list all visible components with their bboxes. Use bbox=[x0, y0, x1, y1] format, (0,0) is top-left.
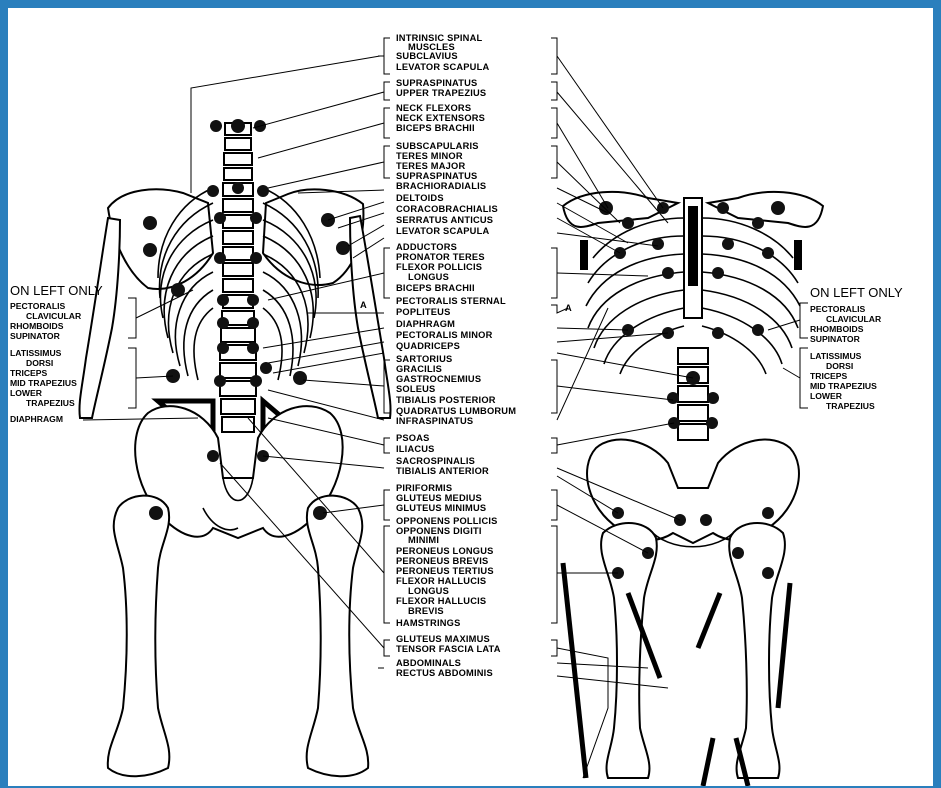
left-panel-title: ON LEFT ONLY bbox=[10, 283, 103, 298]
right-panel-label: DORSI bbox=[826, 361, 853, 371]
right-panel-label: RHOMBOIDS bbox=[810, 324, 864, 334]
muscle-label: PERONEUS TERTIUS bbox=[396, 566, 494, 576]
left-panel-label: LATISSIMUS bbox=[10, 348, 62, 358]
muscle-label: SUBCLAVIUS bbox=[396, 51, 458, 61]
right-only-panel: ON LEFT ONLY PECTORALIS CLAVICULAR RHOMB… bbox=[810, 285, 903, 411]
muscle-label: LONGUS bbox=[408, 586, 449, 596]
right-panel-label: TRAPEZIUS bbox=[826, 401, 875, 411]
skeleton-diagram: INTRINSIC SPINALMUSCLESSUBCLAVIUSLEVATOR… bbox=[8, 8, 933, 786]
muscle-label: HAMSTRINGS bbox=[396, 618, 461, 628]
muscle-label: TIBIALIS POSTERIOR bbox=[396, 395, 496, 405]
muscle-label: GLUTEUS MINIMUS bbox=[396, 503, 486, 513]
muscle-label: GLUTEUS MAXIMUS bbox=[396, 634, 490, 644]
muscle-label: FLEXOR POLLICIS bbox=[396, 262, 482, 272]
muscle-label: OPPONENS POLLICIS bbox=[396, 516, 498, 526]
posterior-spine bbox=[220, 123, 256, 432]
left-panel-label: DIAPHRAGM bbox=[10, 414, 63, 424]
muscle-label: LONGUS bbox=[408, 272, 449, 282]
muscle-label: PERONEUS LONGUS bbox=[396, 546, 494, 556]
muscle-label: PECTORALIS STERNAL bbox=[396, 296, 506, 306]
muscle-label: NECK FLEXORS bbox=[396, 103, 471, 113]
leg-marker-3 bbox=[698, 593, 720, 648]
muscle-label: SERRATUS ANTICUS bbox=[396, 215, 493, 225]
right-panel-label: LATISSIMUS bbox=[810, 351, 862, 361]
anterior-skeleton bbox=[563, 192, 823, 786]
muscle-label: SUPRASPINATUS bbox=[396, 171, 477, 181]
left-femur bbox=[108, 496, 170, 777]
muscle-label: PSOAS bbox=[396, 433, 430, 443]
muscle-label: ABDOMINALS bbox=[396, 658, 461, 668]
muscle-label: DELTOIDS bbox=[396, 193, 444, 203]
center-muscle-labels: INTRINSIC SPINALMUSCLESSUBCLAVIUSLEVATOR… bbox=[396, 33, 516, 678]
muscle-label: BICEPS BRACHII bbox=[396, 283, 475, 293]
left-panel-label: TRICEPS bbox=[10, 368, 48, 378]
muscle-label: BICEPS BRACHII bbox=[396, 123, 475, 133]
left-panel-label: CLAVICULAR bbox=[26, 311, 82, 321]
left-panel-label: LOWER bbox=[10, 388, 43, 398]
muscle-label: GLUTEUS MEDIUS bbox=[396, 493, 482, 503]
muscle-label: POPLITEUS bbox=[396, 307, 451, 317]
muscle-label: DIAPHRAGM bbox=[396, 319, 455, 329]
leg-marker-4 bbox=[778, 583, 790, 708]
muscle-label: FLEXOR HALLUCIS bbox=[396, 596, 486, 606]
left-panel-label: SUPINATOR bbox=[10, 331, 61, 341]
muscle-label: GASTROCNEMIUS bbox=[396, 374, 481, 384]
muscle-label: RECTUS ABDOMINIS bbox=[396, 668, 493, 678]
muscle-label: LEVATOR SCAPULA bbox=[396, 226, 489, 236]
muscle-label: TERES MINOR bbox=[396, 151, 463, 161]
muscle-label: TIBIALIS ANTERIOR bbox=[396, 466, 489, 476]
right-panel-label: PECTORALIS bbox=[810, 304, 865, 314]
right-panel-label: TRICEPS bbox=[810, 371, 848, 381]
left-humerus bbox=[79, 218, 120, 418]
muscle-label: TENSOR FASCIA LATA bbox=[396, 644, 501, 654]
left-panel-label: PECTORALIS bbox=[10, 301, 65, 311]
muscle-label: TERES MAJOR bbox=[396, 161, 465, 171]
muscle-label: INFRASPINATUS bbox=[396, 416, 473, 426]
right-scapula-shape bbox=[263, 189, 363, 285]
muscle-label: PIRIFORMIS bbox=[396, 483, 452, 493]
muscle-label: BREVIS bbox=[408, 606, 444, 616]
muscle-label: PECTORALIS MINOR bbox=[396, 330, 493, 340]
muscle-label: GRACILIS bbox=[396, 364, 442, 374]
posterior-skeleton bbox=[79, 119, 390, 776]
muscle-label: ILIACUS bbox=[396, 444, 435, 454]
muscle-label: UPPER TRAPEZIUS bbox=[396, 88, 486, 98]
muscle-label: FLEXOR HALLUCIS bbox=[396, 576, 486, 586]
pectoralis-marker-left: A bbox=[360, 300, 367, 310]
muscle-label: SARTORIUS bbox=[396, 354, 452, 364]
muscle-label: SUBSCAPULARIS bbox=[396, 141, 479, 151]
right-panel-title: ON LEFT ONLY bbox=[810, 285, 903, 300]
muscle-label: PERONEUS BREVIS bbox=[396, 556, 488, 566]
left-panel-label: TRAPEZIUS bbox=[26, 398, 75, 408]
right-panel-label: SUPINATOR bbox=[810, 334, 861, 344]
anterior-sternum-marker bbox=[688, 206, 698, 286]
right-femur bbox=[307, 496, 369, 777]
muscle-label: BRACHIORADIALIS bbox=[396, 181, 486, 191]
muscle-label: NECK EXTENSORS bbox=[396, 113, 485, 123]
muscle-label: SUPRASPINATUS bbox=[396, 78, 477, 88]
right-panel-label: MID TRAPEZIUS bbox=[810, 381, 877, 391]
right-panel-label: LOWER bbox=[810, 391, 843, 401]
muscle-label: QUADRICEPS bbox=[396, 341, 460, 351]
right-panel-label: CLAVICULAR bbox=[826, 314, 882, 324]
muscle-label: PRONATOR TERES bbox=[396, 252, 485, 262]
left-panel-label: MID TRAPEZIUS bbox=[10, 378, 77, 388]
anterior-right-arm-marker bbox=[794, 240, 802, 270]
anterior-left-arm-marker bbox=[580, 240, 588, 270]
leg-marker-1 bbox=[563, 563, 586, 778]
muscle-label: SOLEUS bbox=[396, 384, 435, 394]
left-panel-label: RHOMBOIDS bbox=[10, 321, 64, 331]
muscle-label: QUADRATUS LUMBORUM bbox=[396, 406, 516, 416]
anterior-lumbar-spine bbox=[678, 348, 708, 440]
muscle-label: SACROSPINALIS bbox=[396, 456, 475, 466]
muscle-label: MINIMI bbox=[408, 535, 439, 545]
muscle-label: CORACOBRACHIALIS bbox=[396, 204, 498, 214]
muscle-label: ADDUCTORS bbox=[396, 242, 457, 252]
leg-marker-5 bbox=[703, 738, 713, 786]
muscle-label: LEVATOR SCAPULA bbox=[396, 62, 489, 72]
pectoralis-marker-right: A bbox=[565, 303, 572, 313]
left-panel-label: DORSI bbox=[26, 358, 53, 368]
